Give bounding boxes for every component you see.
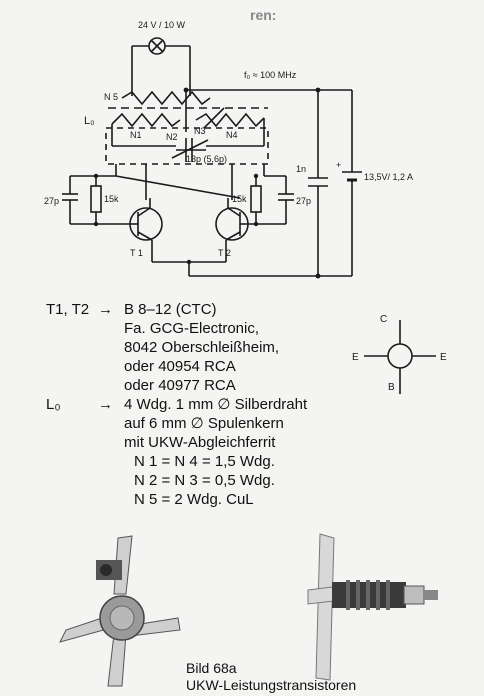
winding-n14: N 1 = N 4 = 1,5 Wdg. <box>134 453 275 470</box>
coil-line-1: 4 Wdg. 1 mm ∅ Silberdraht <box>124 396 308 413</box>
winding-n23: N 2 = N 3 = 0,5 Wdg. <box>134 472 275 489</box>
coil-label: L₀ <box>84 115 95 127</box>
cap-right-label: 27p <box>296 196 311 206</box>
arrow-icon: → <box>98 301 113 318</box>
cap-left-label: 27p <box>44 196 59 206</box>
transistor-photo-right <box>307 533 438 681</box>
corner-word: ren: <box>250 7 277 23</box>
lamp-label: 24 V / 10 W <box>138 20 186 30</box>
transistor-type: B 8–12 (CTC) <box>124 301 217 318</box>
n4-winding <box>195 112 265 128</box>
circuit-schematic: 24 V / 10 W f₀ ≈ 100 MHz L₀ N 5 N1 N2 N3… <box>44 20 413 279</box>
n3-label: N3 <box>194 126 206 136</box>
transistor-photo-left <box>59 535 181 687</box>
alt-2: oder 40977 RCA <box>124 377 236 394</box>
n4-label: N4 <box>226 130 238 140</box>
n5-winding <box>121 90 211 106</box>
trimmer-cap-label: 13p (5,6p) <box>186 154 227 164</box>
supply-label: 13,5V/ 1,2 A <box>364 172 413 182</box>
maker: Fa. GCG-Electronic, <box>124 320 260 337</box>
component-list: T1, T2 → B 8–12 (CTC) Fa. GCG-Electronic… <box>46 300 316 509</box>
caption-line-2: UKW-Leistungstransistoren <box>186 677 357 693</box>
pin-b: B <box>388 382 395 393</box>
arrow-icon: → <box>98 396 113 413</box>
address: 8042 Oberschleißheim, <box>124 339 280 356</box>
n2-label: N2 <box>166 132 178 142</box>
figure-caption: Bild 68a UKW-Leistungstransistoren <box>186 660 356 694</box>
res-left-label: 15k <box>104 194 119 204</box>
n5-label: N 5 <box>104 92 118 102</box>
t2-symbol <box>215 207 249 241</box>
frequency-label: f₀ ≈ 100 MHz <box>244 70 297 80</box>
coil-spec-label: L₀ <box>46 396 61 413</box>
caption-line-1: Bild 68a <box>186 660 237 676</box>
pin-e-right: E <box>440 352 447 363</box>
t2-label: T 2 <box>218 248 231 258</box>
n1-label: N1 <box>130 130 142 140</box>
battery-plus: + <box>336 160 341 170</box>
background-text: ren: <box>250 0 484 560</box>
coil-line-3: mit UKW-Abgleichferrit <box>124 434 276 451</box>
t1-symbol <box>129 207 163 241</box>
pin-e-left: E <box>352 352 359 363</box>
n1-winding <box>111 112 181 128</box>
t1-label: T 1 <box>130 248 143 258</box>
cap-1n-label: 1n <box>296 164 306 174</box>
alt-1: oder 40954 RCA <box>124 358 236 375</box>
pin-c: C <box>380 314 387 325</box>
transistor-label: T1, T2 <box>46 301 90 318</box>
res-right-label: 15k <box>232 194 247 204</box>
coil-line-2: auf 6 mm ∅ Spulenkern <box>124 415 284 432</box>
pinout-diagram: C E E B <box>352 314 447 394</box>
winding-n5: N 5 = 2 Wdg. CuL <box>134 491 254 508</box>
